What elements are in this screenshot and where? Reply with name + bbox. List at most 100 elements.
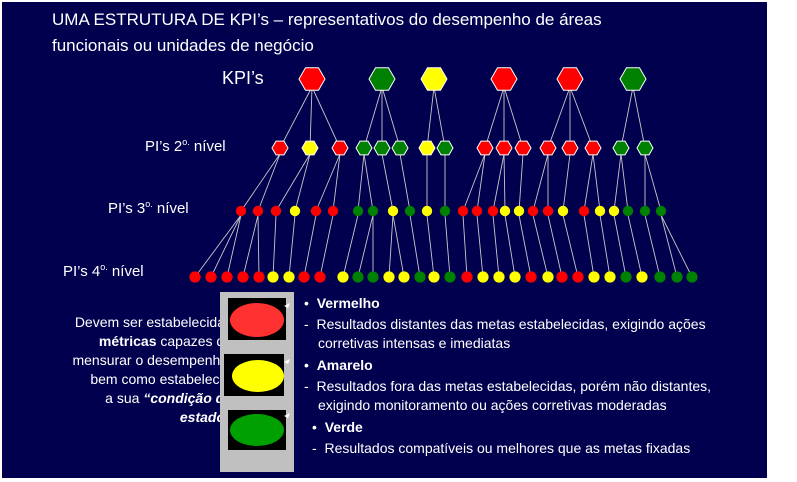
edge-pi3-pi4 [342, 214, 359, 278]
edge-pi2-pi3 [583, 153, 594, 212]
pi4-node [444, 271, 456, 283]
legend-green-desc-1: - Resultados compatíveis ou melhores que… [312, 440, 690, 456]
pi3-node [310, 205, 322, 217]
edge-kpi-pi2 [381, 86, 401, 149]
pi4-node [189, 271, 201, 283]
pi2-node [476, 140, 494, 156]
pi3-node [421, 205, 433, 217]
pi3-node [513, 205, 525, 217]
bullet-icon: • [304, 357, 309, 373]
edge-pi3-pi4 [660, 214, 693, 278]
pi2-node [301, 140, 319, 156]
pi3-prefix: PI’s 3 [108, 200, 146, 217]
pi3-node [527, 205, 539, 217]
edge-pi3-pi4 [257, 214, 260, 278]
pi3-node [367, 205, 379, 217]
kpi-node [368, 67, 396, 91]
pi3-node [457, 205, 469, 217]
pi3-node [252, 205, 264, 217]
pi3-node [404, 205, 416, 217]
pi2-node [612, 140, 630, 156]
edge-pi2-pi3 [592, 153, 601, 212]
pi3-node [387, 205, 399, 217]
pi3-suffix: nível [152, 200, 189, 217]
title-line-2: funcionais ou unidades de negócio [52, 36, 314, 55]
bullet-icon: • [312, 419, 317, 435]
note-line-5: a sua “condição de [32, 389, 232, 408]
kpi-node [298, 67, 326, 91]
pi3-node [655, 205, 667, 217]
pi4-node [221, 271, 233, 283]
pi3-node [235, 205, 247, 217]
pi2-node [331, 140, 349, 156]
pi4-node [620, 271, 632, 283]
pi4-node [267, 271, 279, 283]
edge-pi3-pi4 [476, 214, 484, 278]
pi4-node [493, 271, 505, 283]
title-tail: – representativos do desempenho de áreas [268, 10, 602, 29]
level-label-kpi: KPI’s [222, 68, 264, 88]
pi4-node [604, 271, 616, 283]
edge-kpi-pi2 [433, 86, 446, 149]
title-line-1: UMA ESTRUTURA DE KPI’s – representativos… [52, 10, 602, 30]
pi2-node [514, 140, 532, 156]
dash-icon: - [312, 440, 317, 456]
edge-pi3-pi4 [210, 214, 242, 278]
pi4-node [237, 271, 249, 283]
note-line-5-pre: a sua [105, 390, 144, 406]
edge-pi2-pi3 [462, 153, 486, 212]
edge-pi3-pi4 [660, 214, 678, 278]
edge-pi3-pi4 [583, 214, 595, 278]
pi2-superscript: o. [182, 137, 190, 147]
edge-kpi-pi2 [620, 86, 634, 149]
pi4-node [542, 271, 554, 283]
edge-kpi-pi2 [279, 86, 313, 149]
edge-pi3-pi4 [518, 214, 532, 278]
edge-pi3-pi4 [409, 214, 421, 278]
edge-pi2-pi3 [357, 153, 365, 212]
edge-kpi-pi2 [569, 86, 594, 149]
pi4-suffix: nível [107, 263, 144, 280]
dash-icon: - [304, 316, 309, 332]
pi2-node [636, 140, 654, 156]
pi4-node [556, 271, 568, 283]
pi4-node [283, 271, 295, 283]
note-condicao: “condição de [143, 390, 232, 406]
bullet-icon: • [304, 295, 309, 311]
edge-pi2-pi3 [613, 153, 622, 212]
pi3-node [557, 205, 569, 217]
pi3-node [289, 205, 301, 217]
pi4-node [686, 271, 698, 283]
pi4-node [428, 271, 440, 283]
traffic-light-graphic [224, 298, 290, 450]
edge-pi2-pi3 [332, 153, 341, 212]
pi3-node [542, 205, 554, 217]
pi3-node [639, 205, 651, 217]
pi4-node [414, 271, 426, 283]
edge-pi2-pi3 [399, 153, 411, 212]
edge-pi3-pi4 [288, 214, 296, 278]
pi2-node [373, 140, 391, 156]
pi4-node [205, 271, 217, 283]
legend-red-text-1: Resultados distantes das metas estabelec… [316, 316, 706, 332]
traffic-light-panel [220, 292, 294, 472]
edge-kpi-pi2 [484, 86, 505, 149]
edge-pi3-pi4 [504, 214, 516, 278]
edge-pi2-pi3 [381, 153, 394, 212]
pi3-node [487, 205, 499, 217]
edge-pi2-pi3 [240, 153, 281, 212]
edge-pi2-pi3 [257, 153, 281, 212]
slide: UMA ESTRUTURA DE KPI’s – representativos… [2, 2, 767, 478]
edge-pi3-pi4 [392, 214, 405, 278]
edge-pi3-pi4 [319, 214, 334, 278]
pi4-node [477, 271, 489, 283]
pi4-node [298, 271, 310, 283]
pi2-node [391, 140, 409, 156]
pi4-node [654, 271, 666, 283]
edge-pi3-pi4 [357, 214, 374, 278]
edge-kpi-pi2 [503, 86, 524, 149]
edge-pi2-pi3 [492, 153, 505, 212]
level-label-pi3: PI’s 3o. nível [108, 199, 189, 217]
pi4-node [398, 271, 410, 283]
pi2-prefix: PI’s 2 [145, 138, 183, 155]
